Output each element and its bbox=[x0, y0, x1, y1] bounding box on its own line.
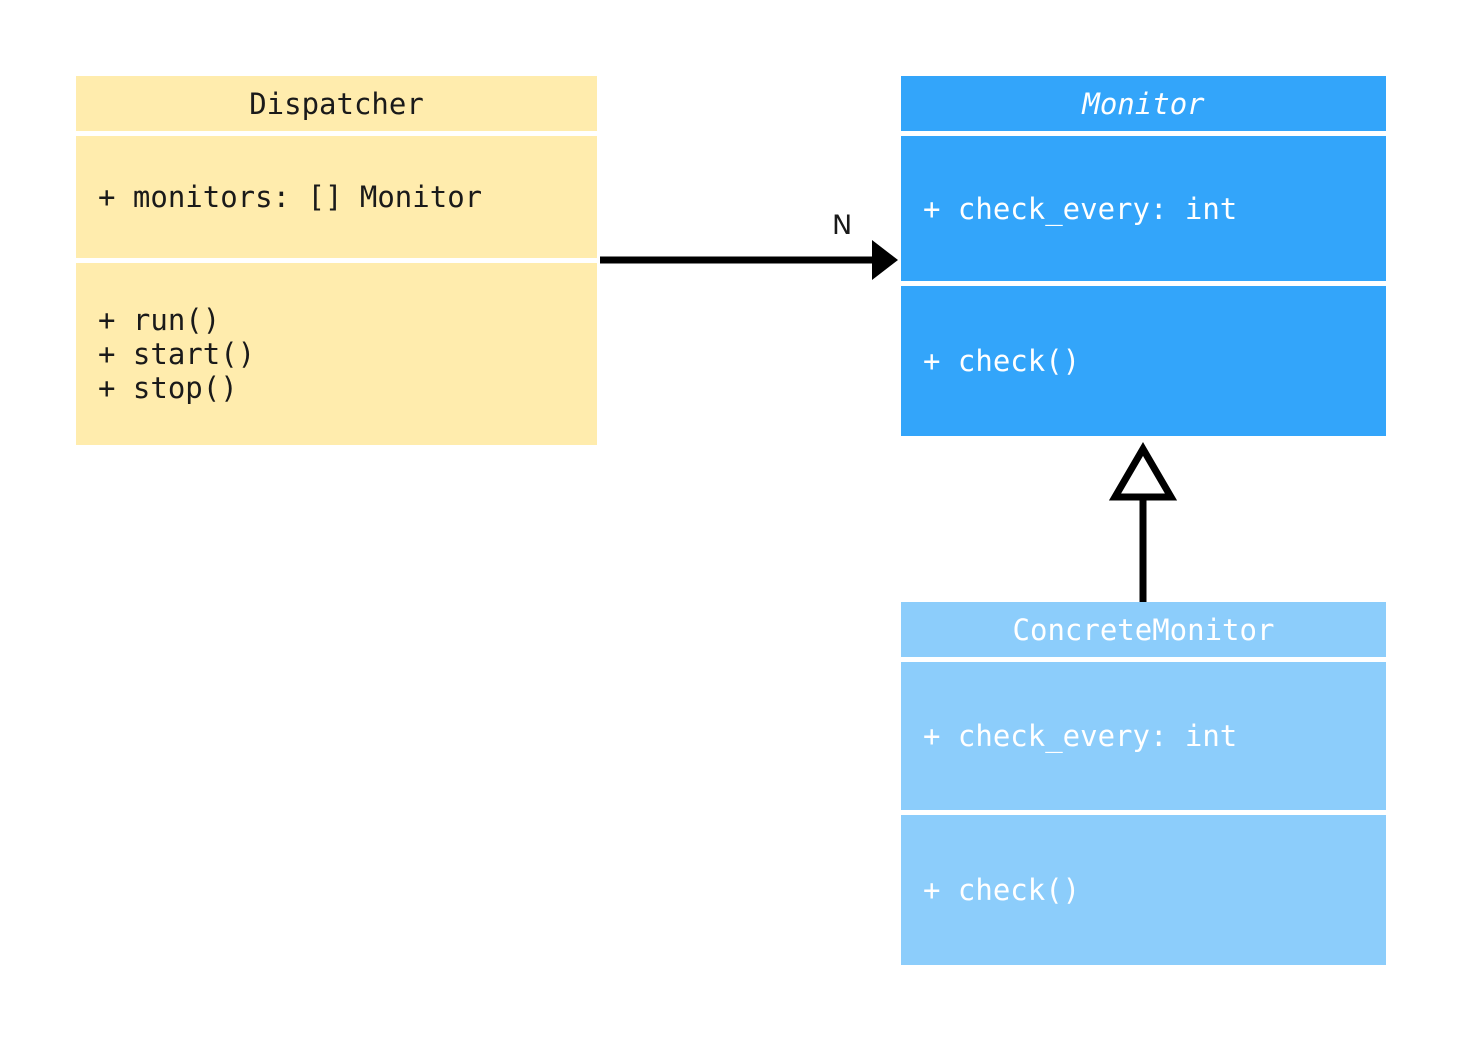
association-multiplicity-label: N bbox=[832, 210, 853, 241]
method-row: + check() bbox=[923, 344, 1081, 378]
class-title-dispatcher: Dispatcher bbox=[76, 76, 597, 131]
method-row: + run() bbox=[98, 303, 221, 337]
class-methods-monitor: + check() bbox=[901, 286, 1386, 436]
class-methods-concretemonitor: + check() bbox=[901, 815, 1386, 965]
attribute-row: + monitors: [] Monitor bbox=[98, 180, 483, 214]
generalization-hollow-triangle-icon bbox=[1108, 442, 1178, 501]
association-arrowhead-icon bbox=[872, 240, 898, 280]
generalization-edge-concretemonitor-monitor bbox=[1108, 442, 1178, 602]
method-row: + start() bbox=[98, 337, 256, 371]
method-row: + stop() bbox=[98, 371, 238, 405]
class-title-concretemonitor: ConcreteMonitor bbox=[901, 602, 1386, 657]
attribute-row: + check_every: int bbox=[923, 191, 1238, 226]
attribute-row: + check_every: int bbox=[923, 719, 1238, 753]
uml-class-monitor[interactable]: Monitor + check_every: int + check() bbox=[901, 76, 1386, 441]
class-attributes-concretemonitor: + check_every: int bbox=[901, 662, 1386, 810]
uml-class-concretemonitor[interactable]: ConcreteMonitor + check_every: int + che… bbox=[901, 602, 1386, 970]
class-attributes-dispatcher: + monitors: [] Monitor bbox=[76, 136, 597, 258]
uml-class-dispatcher[interactable]: Dispatcher + monitors: [] Monitor + run(… bbox=[76, 76, 597, 445]
class-attributes-monitor: + check_every: int bbox=[901, 136, 1386, 281]
association-edge-dispatcher-monitor bbox=[600, 240, 898, 280]
class-title-monitor: Monitor bbox=[901, 76, 1386, 131]
method-row: + check() bbox=[923, 873, 1081, 907]
class-methods-dispatcher: + run() + start() + stop() bbox=[76, 263, 597, 445]
